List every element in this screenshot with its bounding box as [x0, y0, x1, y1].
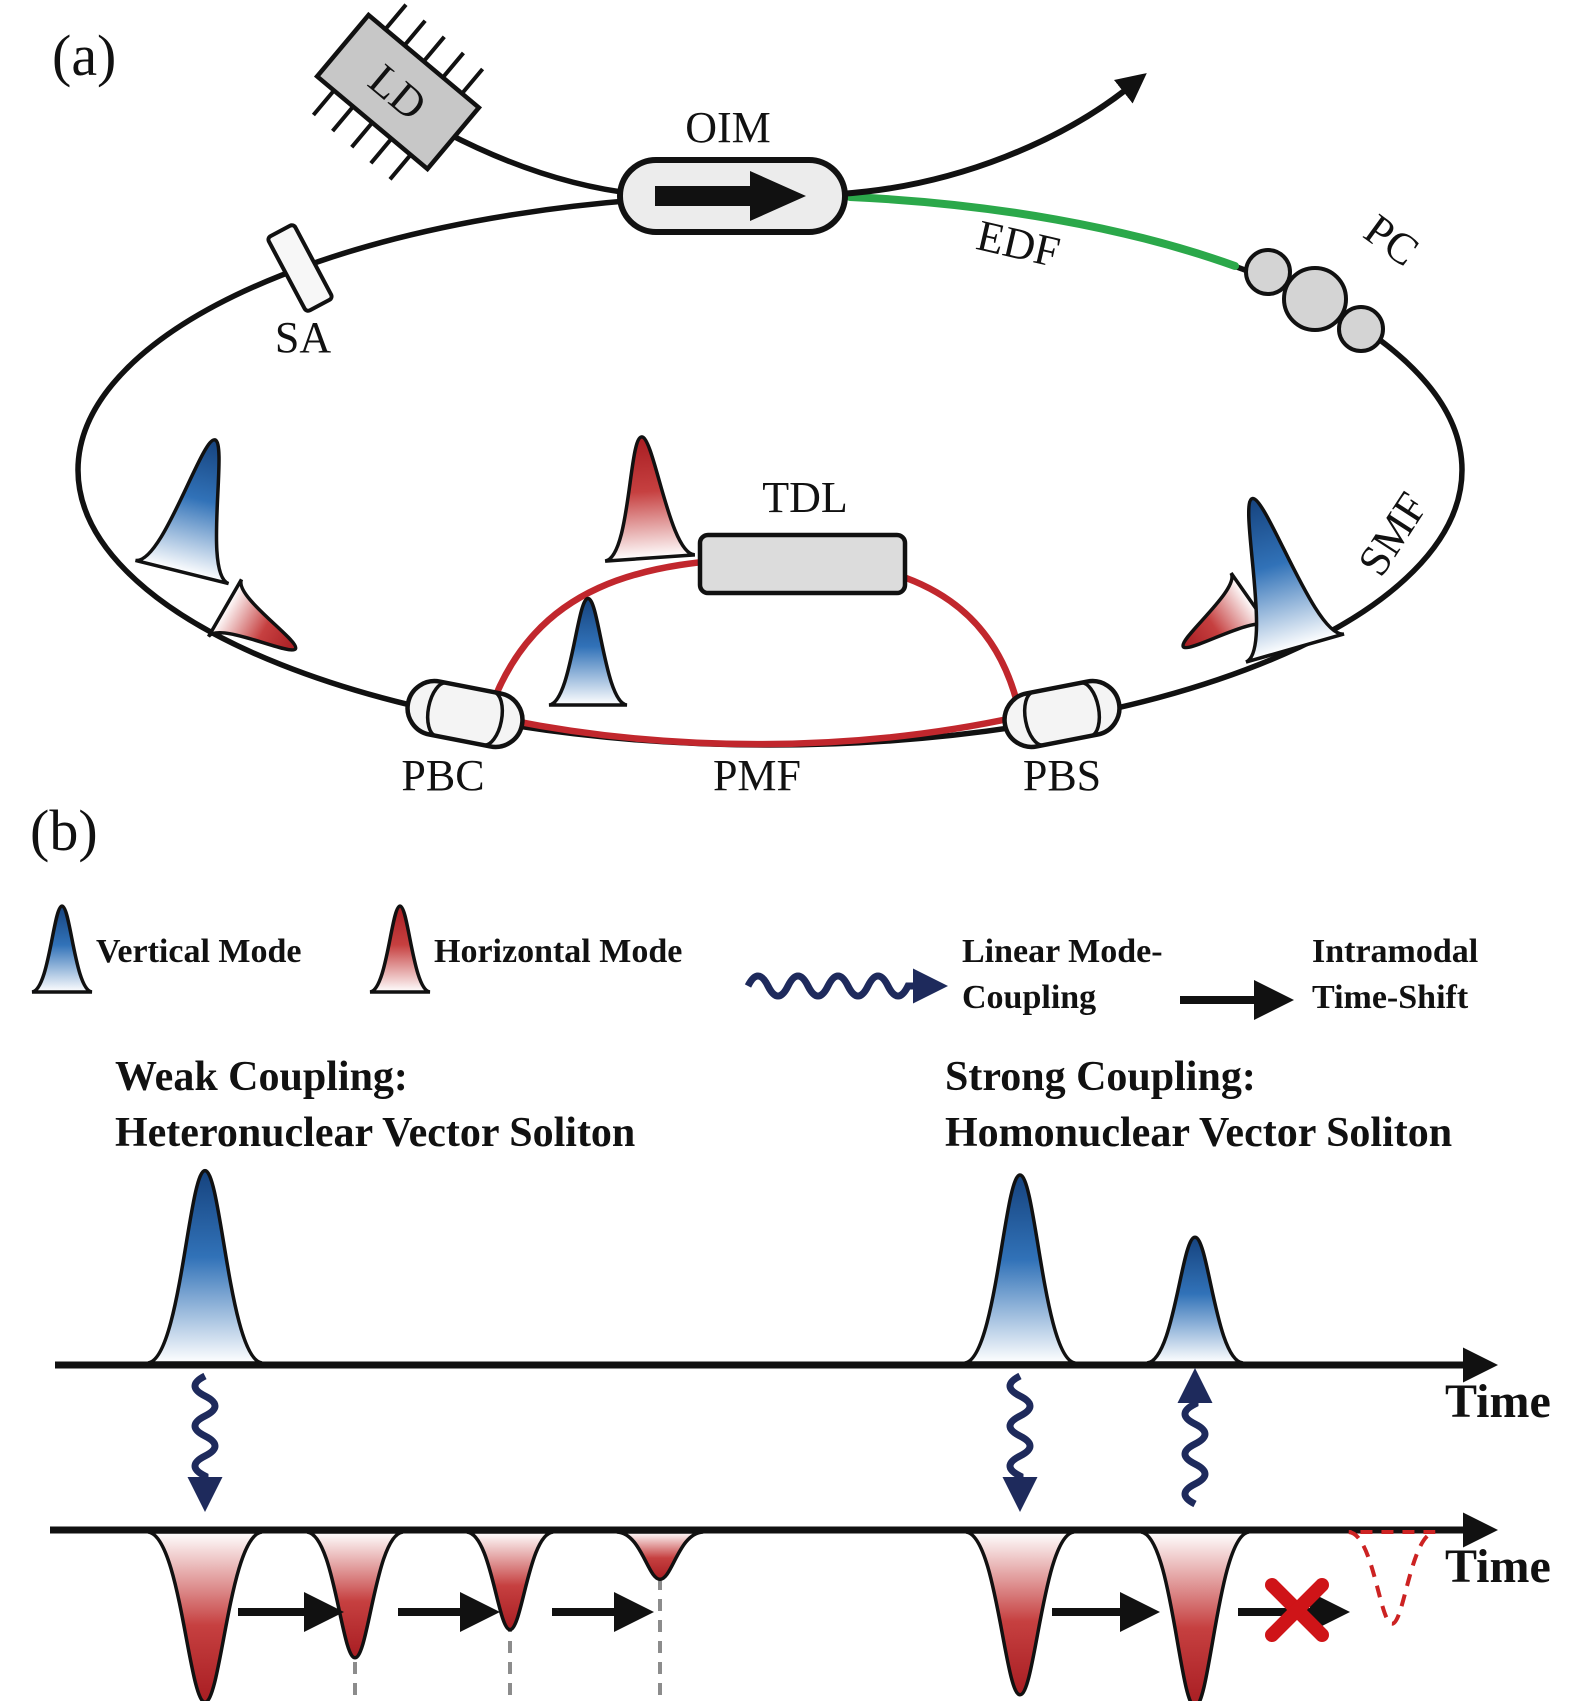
time-axis-bottom-label: Time: [1445, 1540, 1551, 1593]
pbs-body: [1002, 678, 1122, 750]
pbc-cap-left: [425, 681, 447, 738]
blue-pulse-strong-1: [965, 1175, 1075, 1363]
pbc-body: [405, 678, 525, 750]
red-pulse-weak-3: [465, 1530, 555, 1631]
coupling-arrow-down-strong: [1002, 1372, 1038, 1512]
vertical-mode-label: Vertical Mode: [96, 933, 302, 970]
cavity-pulse-blue-pmf: [547, 597, 629, 707]
pbs-label: PBS: [1023, 751, 1101, 800]
pmf-lower-arm: [489, 712, 1023, 748]
oim-label: OIM: [685, 103, 771, 152]
pbs-component: PBS: [1002, 678, 1122, 800]
coupling-label-line1: Linear Mode-: [962, 933, 1163, 970]
red-pulse-strong-2: [1141, 1532, 1249, 1701]
sa-label: SA: [275, 313, 331, 362]
weak-coupling-heading-line1: Weak Coupling:: [115, 1054, 408, 1100]
pmf-label: PMF: [713, 751, 801, 800]
pc-paddle-1: [1244, 248, 1292, 296]
strong-coupling-heading-line2: Homonuclear Vector Soliton: [945, 1110, 1452, 1156]
timeshift-label-line1: Intramodal: [1312, 933, 1478, 970]
ld-pins-top: [383, 3, 485, 95]
smf-label: SMF: [1348, 484, 1437, 585]
timeshift-label-line2: Time-Shift: [1312, 979, 1469, 1016]
blue-pulse-weak-1: [148, 1171, 262, 1363]
ld-body: [313, 11, 483, 173]
pc-component: PC: [1244, 205, 1428, 353]
horizontal-mode-icon: [368, 905, 432, 994]
red-pulse-weak-4: [615, 1530, 705, 1581]
panel-b-label: (b): [30, 798, 98, 863]
coupling-arrow-up-strong: [1177, 1368, 1213, 1508]
cavity-pulse-red-tdl: [595, 432, 697, 563]
strong-coupling-heading-line1: Strong Coupling:: [945, 1054, 1256, 1100]
tdl-component: [697, 532, 908, 596]
linear-mode-coupling-icon: [744, 968, 948, 1004]
forbidden-x-stroke-2: [1265, 1578, 1329, 1642]
output-arrow: [839, 73, 1147, 197]
cavity-pulse-blue-left: [133, 426, 264, 586]
ld-pins-bottom: [311, 89, 413, 181]
coupling-label-line2: Coupling: [962, 979, 1096, 1016]
oim-direction-arrow-icon: [655, 171, 806, 221]
pbs-cap-right: [1080, 681, 1102, 738]
tdl-label: TDL: [762, 473, 848, 522]
cavity-pulse-red-left: [207, 578, 313, 679]
forbidden-x-icon: [1265, 1578, 1329, 1642]
pbc-label: PBC: [401, 751, 484, 800]
pbc-component: PBC: [401, 678, 525, 800]
blue-pulse-strong-2: [1145, 1235, 1245, 1365]
pc-paddle-3: [1337, 305, 1385, 353]
panel-a: (a) TDL LD OIM: [52, 3, 1465, 800]
sa-component: SA: [266, 223, 334, 362]
red-pulse-weak-1: [148, 1532, 262, 1701]
coupling-arrow-down-weak: [187, 1372, 223, 1512]
oim-component: OIM: [617, 103, 848, 235]
pbs-cap-left: [1022, 690, 1044, 747]
legend: Vertical Mode Horizontal Mode Linear Mod…: [30, 905, 1478, 1020]
pc-label: PC: [1355, 205, 1427, 276]
time-axis-top-label: Time: [1445, 1375, 1551, 1428]
pc-paddle-2: [1282, 266, 1348, 332]
edf-fiber-segment: [846, 193, 1239, 270]
panel-a-label: (a): [52, 23, 116, 88]
panel-b: (b) Vertical Mode Horizontal Mode Linear…: [30, 798, 1551, 1701]
phantom-red-pulse: [1347, 1530, 1437, 1626]
vertical-mode-icon: [30, 905, 94, 994]
weak-coupling-heading-line2: Heteronuclear Vector Soliton: [115, 1110, 635, 1156]
horizontal-mode-label: Horizontal Mode: [434, 933, 682, 970]
ld-component: LD: [311, 3, 485, 181]
red-pulse-weak-2: [305, 1530, 405, 1660]
sa-body: [266, 223, 334, 313]
pbc-cap-right: [483, 690, 505, 747]
